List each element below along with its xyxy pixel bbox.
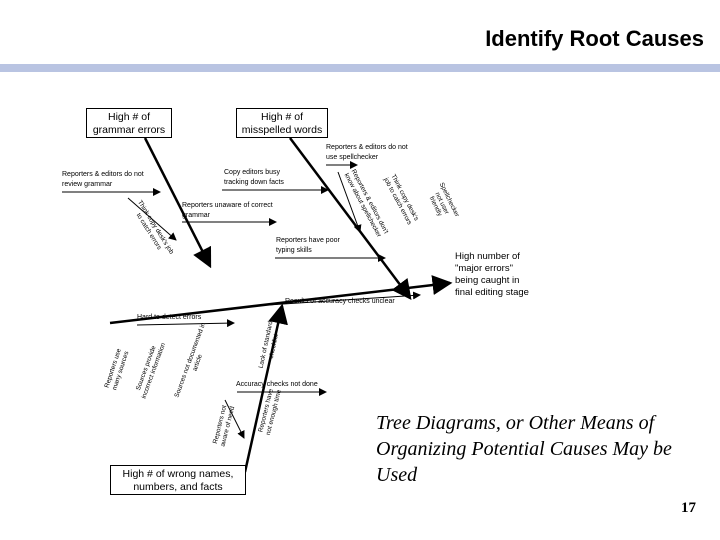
cause-results-unclear: Results of accuracy checks unclear	[285, 298, 395, 305]
effect-label: High number of "major errors" being caug…	[455, 251, 529, 298]
cause-hard-detect: Hard to detect errors	[137, 314, 202, 321]
category-spelling-label: High # of misspelled words	[241, 111, 323, 136]
names-bone	[243, 303, 288, 473]
slide-note: Tree Diagrams, or Other Means of Organiz…	[376, 412, 672, 486]
spelling-bone	[289, 137, 412, 300]
cause-unaware-grammar: Reporters unaware of correct grammar	[182, 202, 273, 219]
cause-not-review-grammar: Reporters & editors do not review gramma…	[62, 171, 144, 188]
title-rule	[0, 64, 720, 72]
slide-title: Identify Root Causes	[485, 26, 704, 51]
category-names-label: High # of wrong names, numbers, and fact…	[122, 468, 234, 493]
cause-copy-busy: Copy editors busy tracking down facts	[224, 169, 284, 186]
cause-poor-typing: Reporters have poor typing skills	[276, 237, 340, 254]
category-grammar-label: High # of grammar errors	[92, 111, 166, 136]
grammar-bone	[143, 137, 212, 269]
category-names-box: High # of wrong names, numbers, and fact…	[110, 465, 246, 495]
cause-accuracy-not-done: Accuracy checks not done	[236, 381, 318, 388]
category-grammar-box: High # of grammar errors	[86, 108, 172, 138]
category-spelling-box: High # of misspelled words	[236, 108, 328, 138]
cause-no-spellchecker: Reporters & editors do not use spellchec…	[326, 144, 408, 161]
page-number: 17	[681, 500, 696, 516]
